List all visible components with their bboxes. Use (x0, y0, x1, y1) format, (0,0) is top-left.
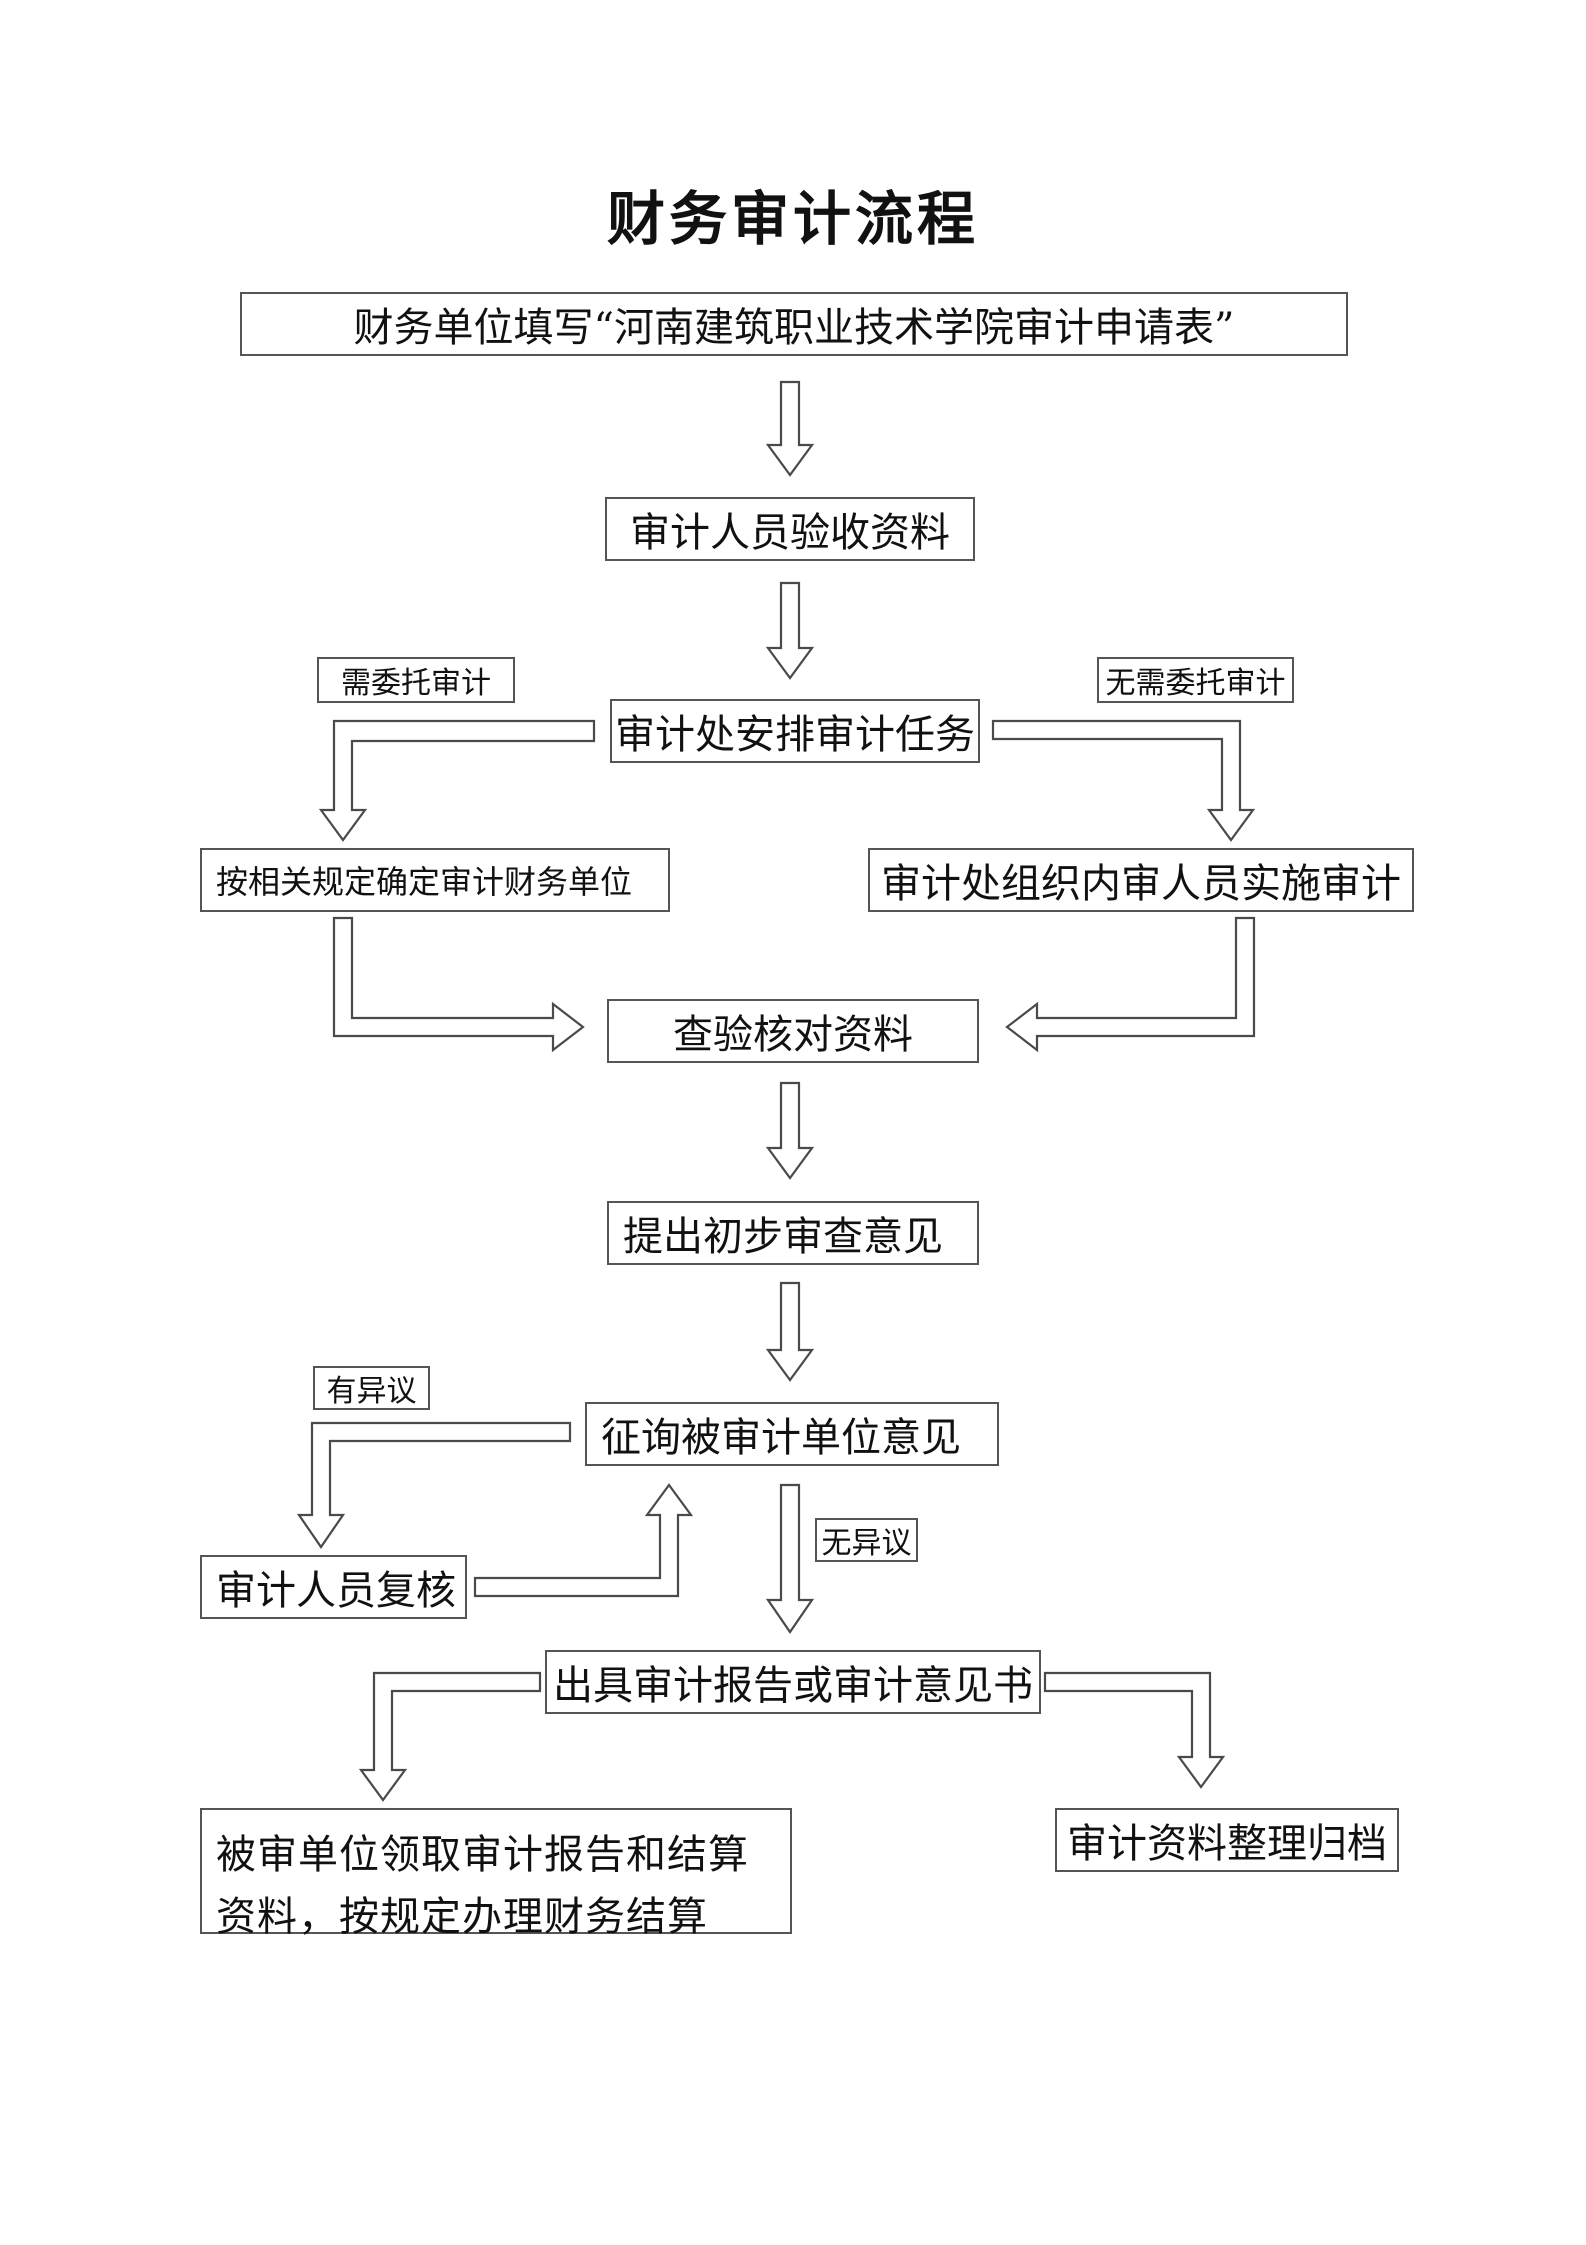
arrow-internal-to-verify (1005, 916, 1256, 1053)
step-assign-task: 审计处安排审计任务 (610, 699, 980, 763)
arrow-issue-to-archive (1043, 1671, 1226, 1789)
step-recheck: 审计人员复核 (200, 1555, 467, 1619)
step-consult-unit: 征询被审计单位意见 (585, 1402, 999, 1466)
arrow-recheck-to-consult (473, 1483, 694, 1598)
step-apply-form: 财务单位填写“河南建筑职业技术学院审计申请表” (240, 292, 1348, 356)
arrow-issue-to-settlement (358, 1671, 542, 1802)
step-receive-materials: 审计人员验收资料 (605, 497, 975, 561)
step-issue-report: 出具审计报告或审计意见书 (545, 1650, 1041, 1714)
label-no-objection: 无异议 (815, 1518, 918, 1562)
arrow-assign-to-determine (318, 719, 596, 842)
step-settlement: 被审单位领取审计报告和结算资料，按规定办理财务结算 (200, 1808, 792, 1940)
arrow-consult-to-issue (765, 1483, 815, 1634)
label-need-entrust: 需委托审计 (317, 657, 515, 703)
step-archive: 审计资料整理归档 (1055, 1808, 1399, 1872)
step-preliminary-opinion: 提出初步审查意见 (607, 1201, 979, 1265)
arrow-preliminary-to-consult (765, 1281, 815, 1382)
page-title: 财务审计流程 (606, 185, 979, 253)
label-no-entrust: 无需委托审计 (1097, 657, 1294, 703)
arrow-receive-to-assign (765, 581, 815, 680)
step-verify-materials: 查验核对资料 (607, 999, 979, 1063)
step-determine-unit: 按相关规定确定审计财务单位 (200, 848, 670, 912)
arrow-apply-to-receive (765, 380, 815, 477)
arrow-assign-to-internal (991, 719, 1256, 842)
arrow-consult-to-recheck (296, 1421, 572, 1549)
label-objection: 有异议 (313, 1366, 430, 1410)
arrow-verify-to-preliminary (765, 1081, 815, 1180)
arrow-determine-to-verify (332, 916, 585, 1053)
step-internal-audit: 审计处组织内审人员实施审计 (868, 848, 1414, 912)
